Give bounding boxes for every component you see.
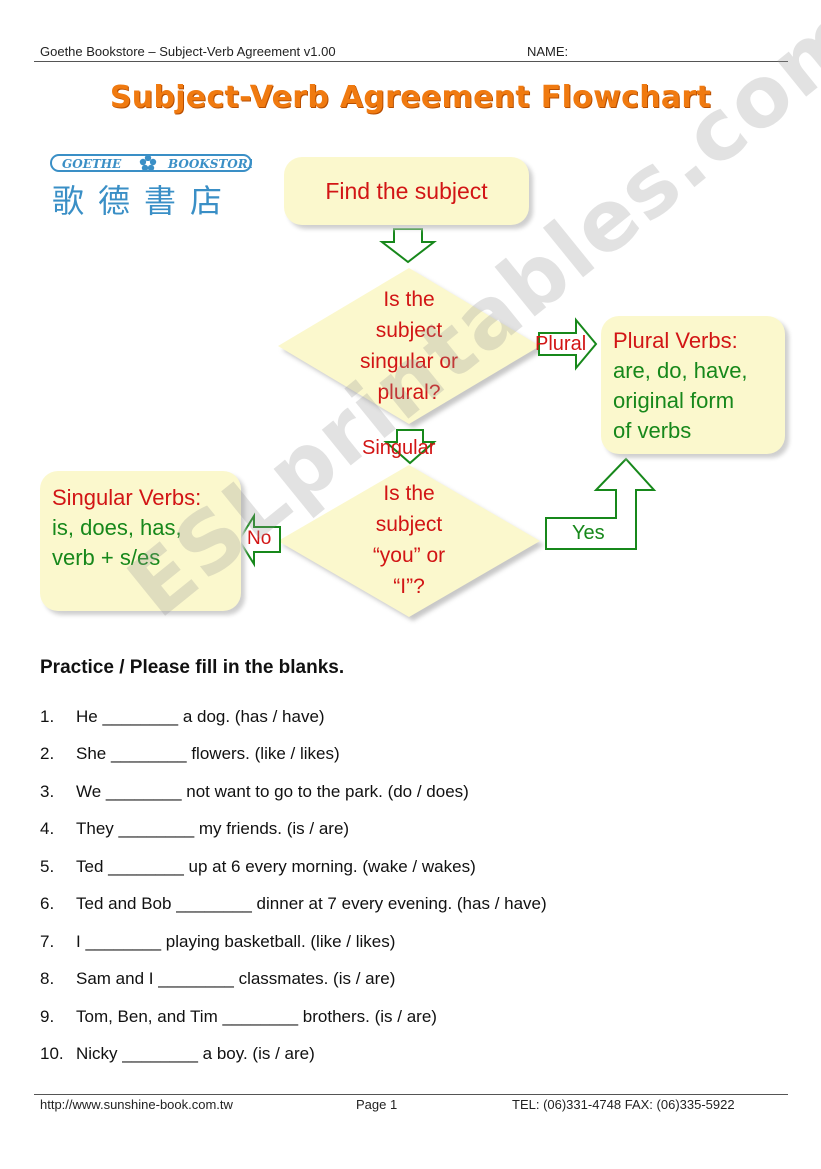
singular-verbs-title: Singular Verbs:	[52, 485, 202, 510]
footer-page-number: Page 1	[356, 1097, 398, 1112]
logo-chinese-text: 歌德書店	[52, 182, 237, 220]
label-plural: Plural	[535, 333, 587, 355]
decision-diamond-you-or-i	[278, 465, 540, 617]
arrow-down-icon	[379, 228, 437, 264]
label-yes: Yes	[572, 522, 605, 544]
practice-item: 8.Sam and I ________ classmates. (is / a…	[40, 969, 396, 988]
arrow-down-icon	[383, 429, 437, 465]
practice-item: 4.They ________ my friends. (is / are)	[40, 819, 350, 838]
practice-item: 7.I ________ playing basketball. (like /…	[40, 932, 396, 951]
practice-item: 10.Nicky ________ a boy. (is / are)	[40, 1044, 315, 1063]
flowchart-graphics	[237, 228, 657, 617]
plural-verbs-box: Plural Verbs: are, do, have, original fo…	[601, 316, 785, 454]
practice-item: 9.Tom, Ben, and Tim ________ brothers. (…	[40, 1007, 437, 1026]
plural-verbs-title: Plural Verbs:	[613, 328, 738, 353]
start-box-text: Find the subject	[325, 177, 488, 204]
label-no: No	[247, 528, 272, 549]
start-box-find-subject: Find the subject	[284, 157, 529, 225]
footer-url: http://www.sunshine-book.com.tw	[40, 1097, 233, 1112]
logo-banner: GOETHE BOOKSTORE	[50, 154, 252, 172]
header-document-title: Goethe Bookstore – Subject-Verb Agreemen…	[40, 44, 336, 59]
page-title: Subject-Verb Agreement Flowchart	[109, 80, 712, 115]
label-singular: Singular	[362, 437, 436, 459]
decision1-text: Is the subject singular or plural?	[359, 288, 459, 404]
logo-english-text: GOETHE	[62, 157, 122, 171]
footer-contact: TEL: (06)331-4748 FAX: (06)335-5922	[512, 1097, 735, 1112]
svg-text:BOOKSTORE: BOOKSTORE	[167, 157, 252, 171]
practice-item: 3.We ________ not want to go to the park…	[40, 782, 469, 801]
singular-verbs-box: Singular Verbs: is, does, has, verb + s/…	[40, 471, 241, 611]
footer-rule	[34, 1094, 788, 1095]
practice-item: 5.Ted ________ up at 6 every morning. (w…	[40, 857, 476, 876]
decision-diamond-singular-plural	[278, 268, 540, 424]
header-rule	[34, 61, 788, 62]
header-name-label: NAME:	[527, 44, 569, 59]
arrow-up-elbow-icon	[545, 457, 657, 550]
practice-item: 2.She ________ flowers. (like / likes)	[40, 744, 340, 763]
practice-item: 6.Ted and Bob ________ dinner at 7 every…	[40, 894, 547, 913]
arrow-left-icon	[237, 512, 281, 568]
practice-item: 1.He ________ a dog. (has / have)	[40, 707, 325, 726]
practice-heading: Practice / Please fill in the blanks.	[40, 657, 345, 678]
arrow-right-icon	[538, 317, 598, 371]
decision2-text: Is the subject “you” or “I”?	[372, 482, 446, 598]
logo-flower-icon	[139, 154, 157, 172]
